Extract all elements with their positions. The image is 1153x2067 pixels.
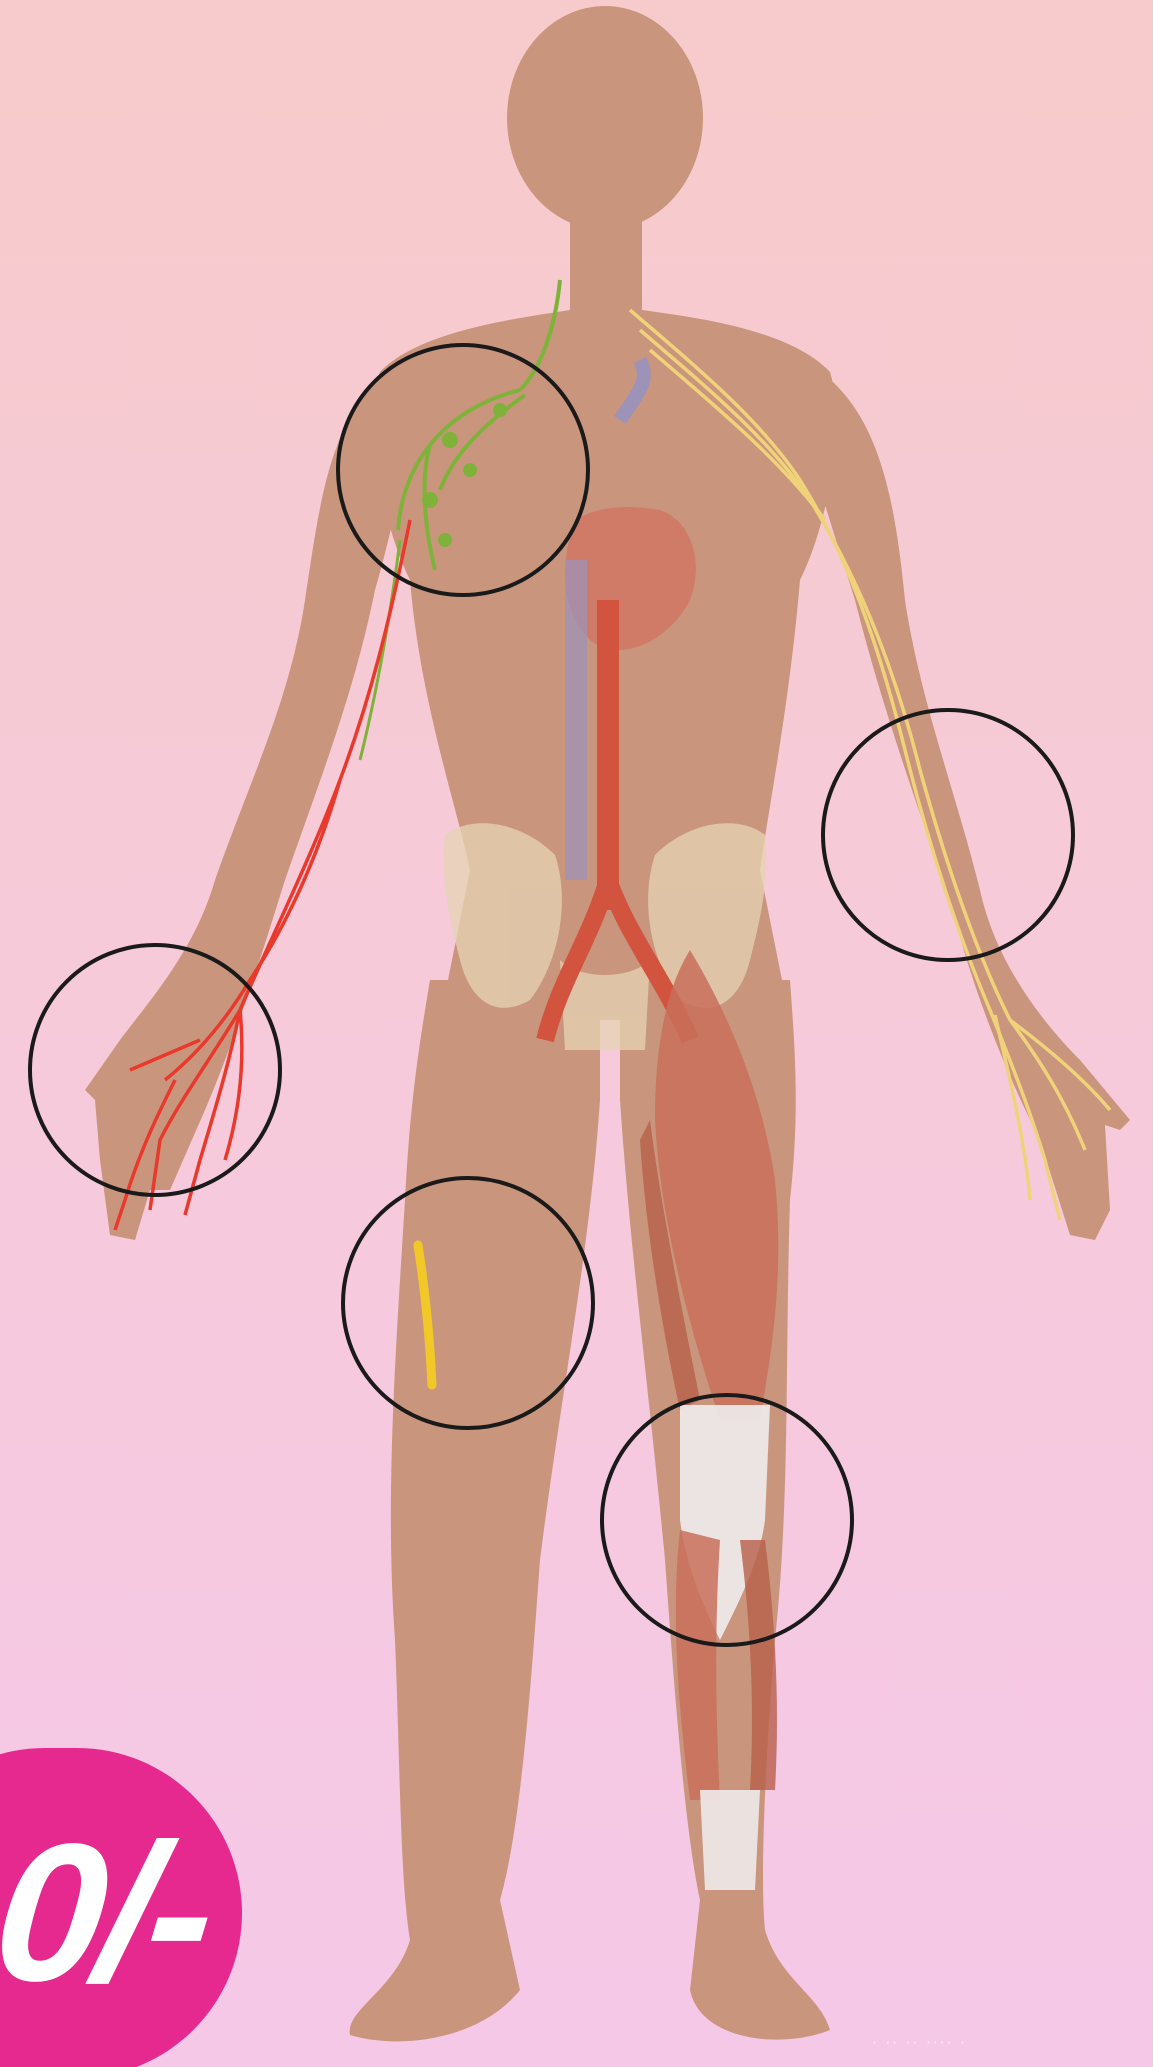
leg-gap: [600, 1095, 620, 1160]
price-text: 0/-: [0, 1815, 218, 2011]
watermark: · ·· ·· ···· ·: [872, 2034, 967, 2052]
